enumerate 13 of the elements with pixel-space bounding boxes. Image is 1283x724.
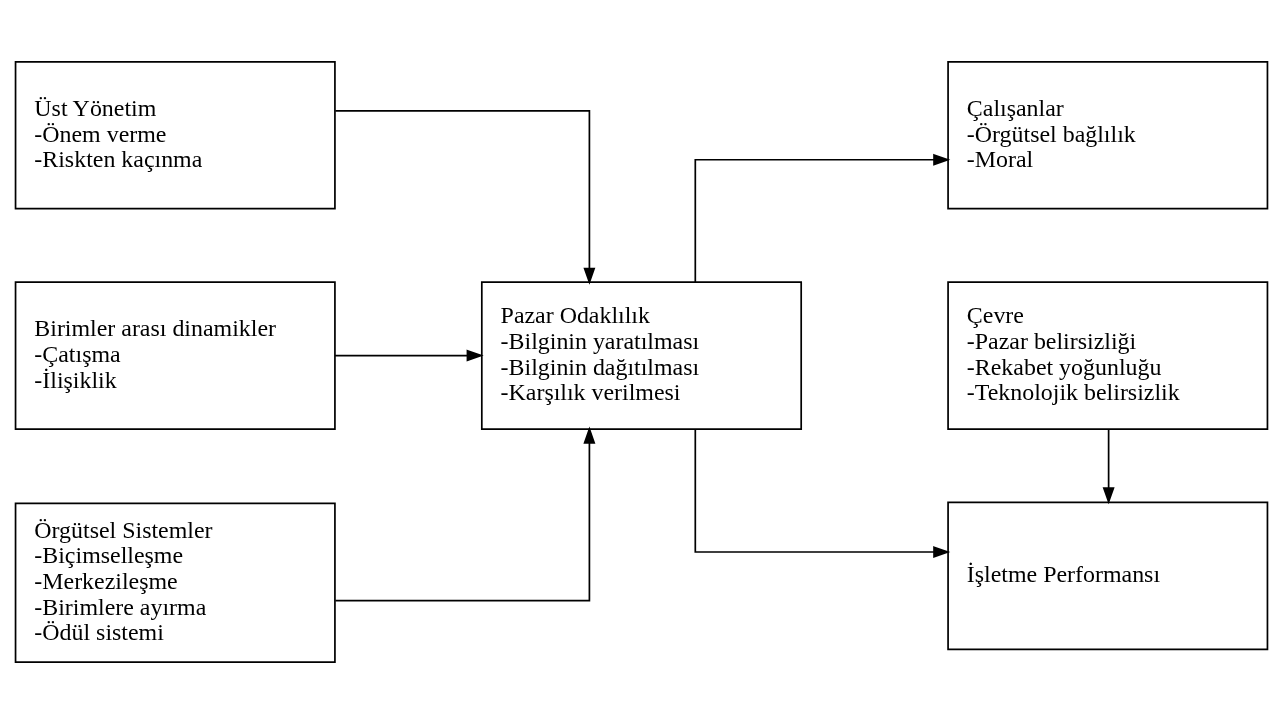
node-box: Çevre -Pazar belirsizliği -Rekabet yoğunluğu -Teknolojik belirsizlik [947,281,1269,430]
node-box: Birimler arası dinamikler -Çatışma -İlişiklik [14,281,336,430]
node-box: Örgütsel Sistemler -Biçimselleşme -Merkezileşme -Birimlere ayırma -Ödül sistemi [14,502,336,664]
node-box: Pazar Odaklılık -Bilginin yaratılması -Bilginin dağıtılması -Karşılık verilmesi [480,281,803,430]
node-box: Üst Yönetim -Önem verme -Riskten kaçınma [14,60,336,210]
arrow [694,153,951,283]
arrow [334,349,484,362]
node-box: İşletme Performansı [947,501,1269,651]
arrow [334,426,596,602]
arrow [694,428,951,558]
node-box: Çalışanlar -Örgütsel bağlılık -Moral [947,60,1269,210]
arrow [334,109,596,285]
arrow [1102,428,1115,505]
